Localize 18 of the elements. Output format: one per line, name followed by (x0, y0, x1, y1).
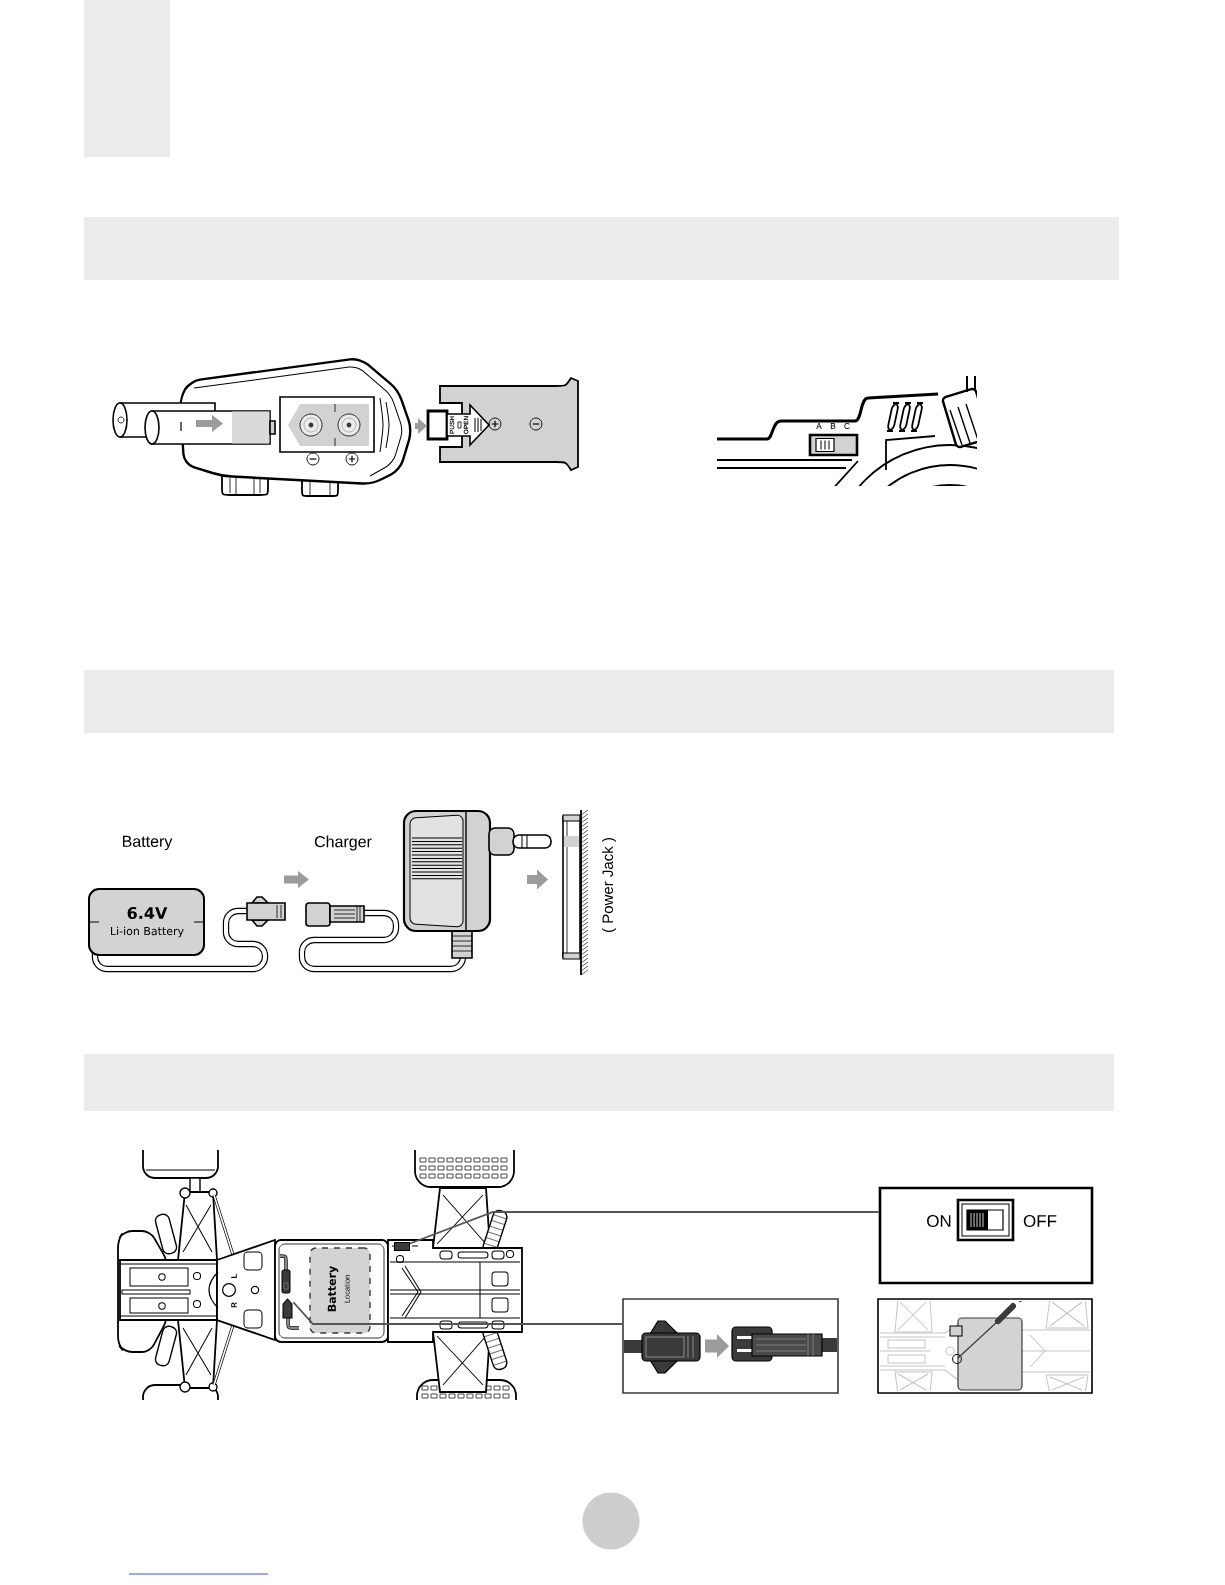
switch-position-label: B (830, 423, 836, 429)
battery-pack: 6.4V Li-ion Battery (88, 888, 205, 956)
connector-inset (622, 1298, 839, 1394)
leader-line (292, 1301, 624, 1325)
slide-switch (394, 1242, 410, 1251)
chassis-label: R (231, 1302, 237, 1308)
leader-line (409, 1211, 880, 1245)
node-label: ON (927, 1215, 951, 1228)
part-label: Charger (314, 835, 372, 851)
node-label: Battery (122, 835, 173, 851)
switch-position-label: C (844, 423, 850, 430)
switch-position-label: A (816, 423, 822, 429)
cover-inset (877, 1298, 1093, 1394)
chassis-label: L (231, 1273, 237, 1278)
node-label: OFF (1023, 1215, 1057, 1228)
switch-inset: ON OFF (878, 1186, 1094, 1285)
connector-plugs (281, 1269, 293, 1319)
part-label: ( Power Jack ) (602, 838, 616, 932)
